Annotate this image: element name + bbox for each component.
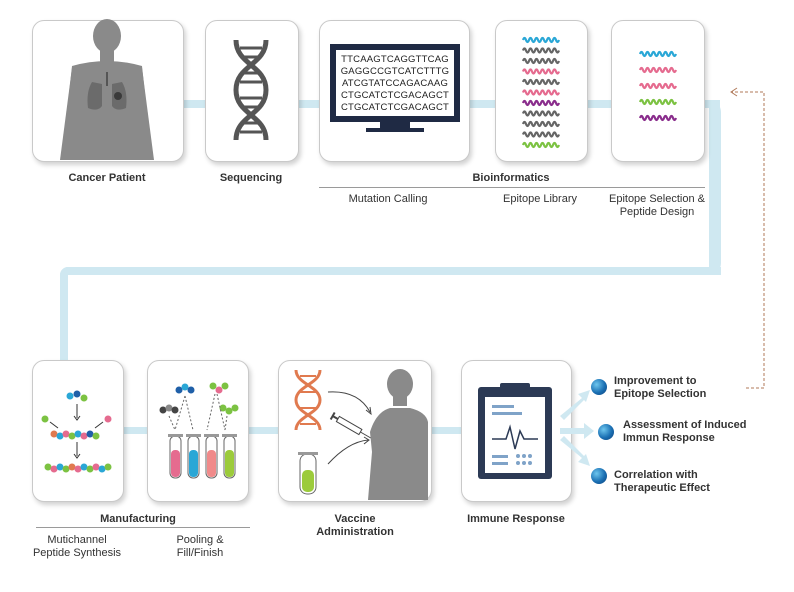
- label-bioinformatics: Bioinformatics: [472, 172, 550, 184]
- peptide-wave: [638, 82, 678, 90]
- sequence-line: ATCGTATCCAGACAAG: [341, 78, 449, 89]
- clipboard-chart-icon: [478, 383, 552, 479]
- label-sequencing: Sequencing: [219, 172, 283, 184]
- label-mutation-calling: Mutation Calling: [348, 193, 428, 205]
- label-peptide-synthesis-line1: Mutichannel: [47, 534, 107, 546]
- outcome-2-line2: Immun Response: [623, 432, 715, 444]
- label-epitope-selection-line2: Peptide Design: [619, 206, 695, 218]
- selected-peptides-icon: [638, 50, 678, 122]
- peptide-wave: [638, 98, 678, 106]
- peptide-library-icon: [521, 36, 561, 149]
- label-cancer-patient: Cancer Patient: [68, 172, 146, 184]
- outcome-bullet-1: [591, 379, 607, 395]
- peptide-wave: [638, 114, 678, 122]
- sequence-line: TTCAAGTCAGGTTCAG: [341, 54, 449, 65]
- sequence-lines: TTCAAGTCAGGTTCAG GAGGCCGTCATCTTTG ATCGTA…: [338, 54, 452, 114]
- label-peptide-synthesis: Mutichannel Peptide Synthesis: [20, 534, 134, 560]
- flow-line-right: [709, 100, 721, 275]
- label-epitope-library: Epitope Library: [503, 193, 577, 205]
- flow-line-left: [60, 267, 68, 363]
- label-peptide-synthesis-line2: Peptide Synthesis: [32, 547, 122, 559]
- card-epitope-selection: [611, 20, 705, 162]
- label-epitope-selection: Epitope Selection & Peptide Design: [595, 193, 719, 219]
- dna-icon: [233, 39, 269, 141]
- peptide-wave: [521, 141, 561, 149]
- outcome-immune-response: Assessment of Induced Immun Response: [623, 419, 773, 445]
- peptide-wave: [521, 120, 561, 128]
- test-tubes-icon: [159, 382, 239, 479]
- peptide-wave: [521, 131, 561, 138]
- card-sequencing: [205, 20, 299, 162]
- label-vaccine-line1: Vaccine: [334, 513, 376, 525]
- peptide-wave: [521, 89, 561, 96]
- label-manufacturing: Manufacturing: [100, 513, 176, 525]
- label-immune-response: Immune Response: [467, 513, 565, 525]
- peptide-wave: [638, 50, 678, 58]
- sequence-line: GAGGCCGTCATCTTTG: [340, 66, 450, 77]
- card-pooling: [147, 360, 249, 502]
- sequence-line: CTGCATCTCGACAGCT: [340, 102, 450, 113]
- peptide-wave: [521, 57, 561, 65]
- label-vaccine-line2: Administration: [316, 526, 394, 538]
- outcome-bullet-2: [598, 424, 614, 440]
- feedback-dashed-arrow: [730, 87, 765, 389]
- peptide-wave: [521, 99, 561, 107]
- label-pooling-line1: Pooling &: [176, 534, 224, 546]
- label-epitope-selection-line1: Epitope Selection &: [608, 193, 705, 205]
- outcome-3-line1: Correlation with: [614, 469, 698, 481]
- peptide-wave: [521, 110, 561, 117]
- bioinformatics-rule: [319, 187, 705, 188]
- outcome-3-line2: Therapeutic Effect: [614, 482, 710, 494]
- vaccine-administration-icon: [294, 369, 428, 500]
- outcome-bullet-3: [591, 468, 607, 484]
- monitor-icon: [330, 44, 460, 132]
- flow-line-middle: [60, 267, 721, 275]
- manufacturing-rule: [36, 527, 250, 528]
- outcome-1-line2: Epitope Selection: [614, 388, 707, 400]
- outcome-therapeutic-effect: Correlation with Therapeutic Effect: [614, 469, 744, 495]
- peptide-wave: [638, 66, 678, 74]
- sequence-line: CTGCATCTCGACAGCT: [340, 90, 450, 101]
- peptide-wave: [521, 78, 561, 86]
- label-pooling: Pooling & Fill/Finish: [150, 534, 250, 560]
- outcome-1-line1: Improvement to: [614, 375, 697, 387]
- outcome-epitope-selection: Improvement to Epitope Selection: [614, 375, 744, 401]
- peptide-wave: [521, 36, 561, 44]
- peptide-wave: [521, 68, 561, 75]
- label-vaccine-administration: Vaccine Administration: [290, 513, 420, 539]
- label-pooling-line2: Fill/Finish: [176, 547, 224, 559]
- outcome-arrows: [560, 390, 594, 466]
- outcome-2-line1: Assessment of Induced: [623, 419, 747, 431]
- human-silhouette-icon: [60, 19, 154, 160]
- peptide-synthesis-icon: [41, 390, 112, 473]
- peptide-wave: [521, 47, 561, 54]
